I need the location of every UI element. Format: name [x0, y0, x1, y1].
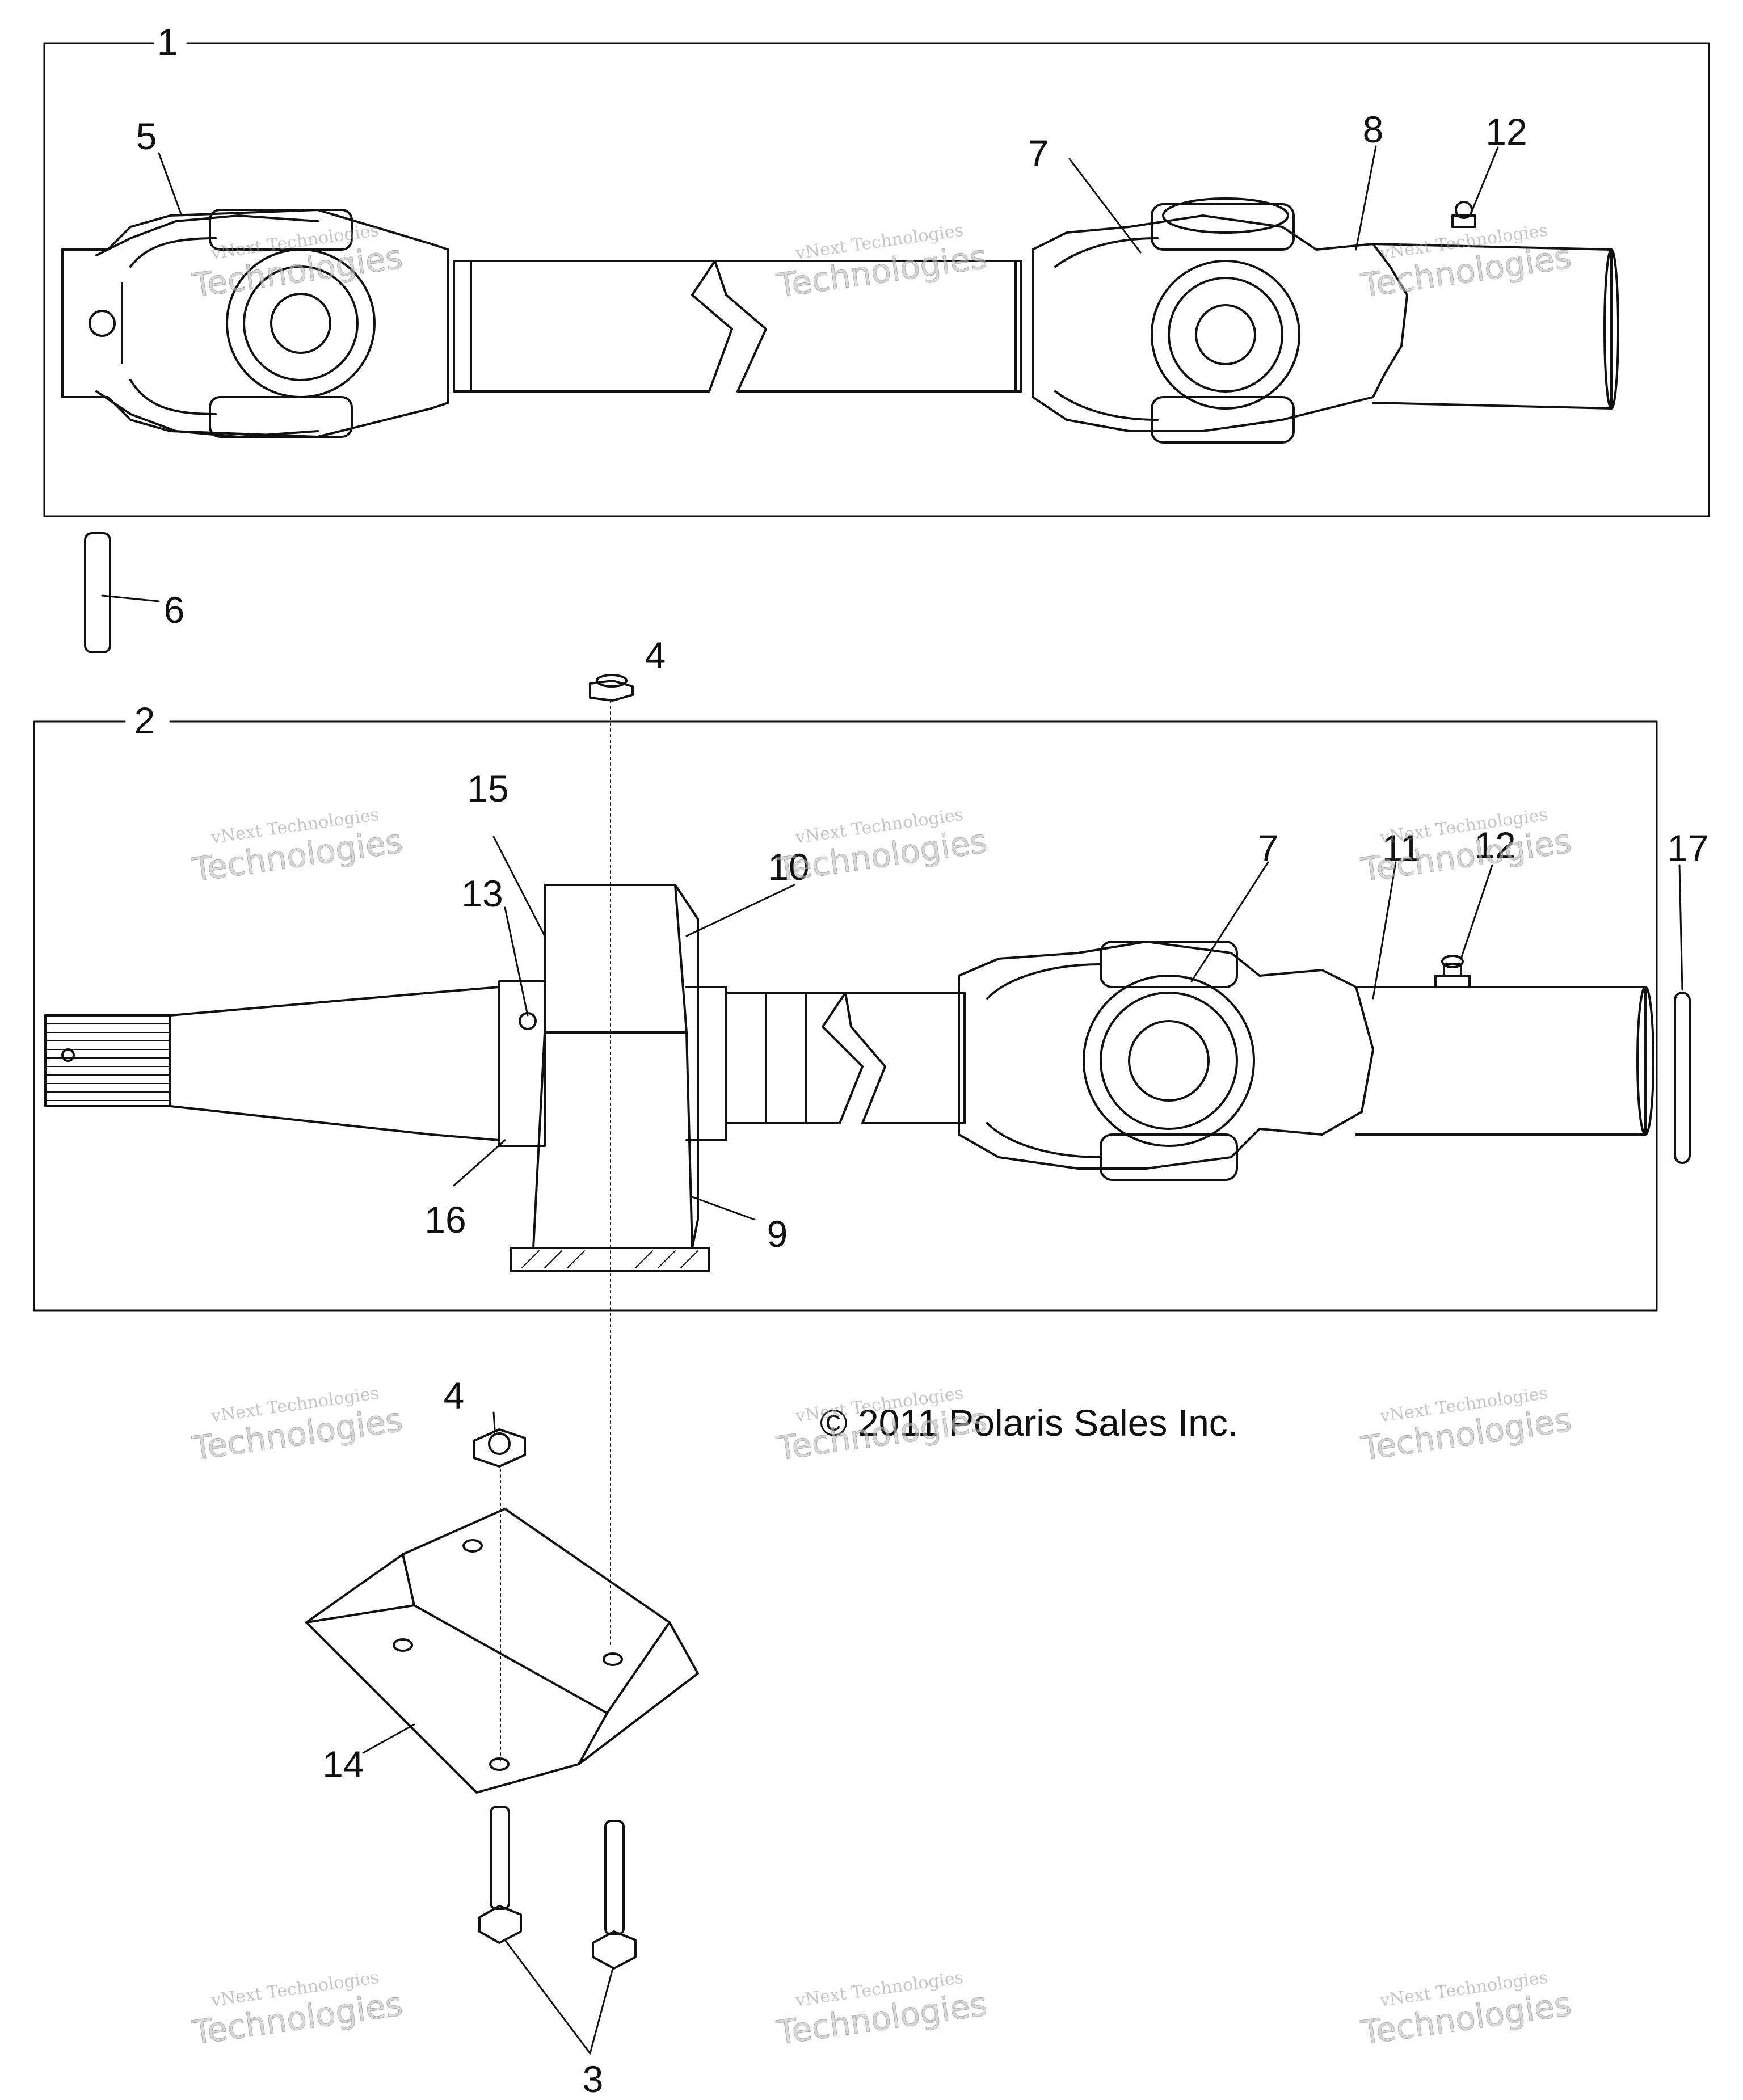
lower-drive-shaft	[44, 884, 1654, 1272]
bracket-part-14	[305, 1508, 699, 1794]
pin-part-6	[84, 532, 111, 653]
upper-drive-shaft	[61, 197, 1619, 444]
snap-ring-part-17	[1674, 992, 1691, 1164]
leader-lines	[101, 145, 1683, 2055]
bolts-part-3	[478, 1806, 637, 1970]
nut-part-4-lower	[473, 1428, 526, 1765]
assembly-1-frame	[43, 42, 1710, 517]
nut-part-4-top	[589, 674, 634, 1646]
assembly-2-frame	[33, 720, 1658, 1312]
